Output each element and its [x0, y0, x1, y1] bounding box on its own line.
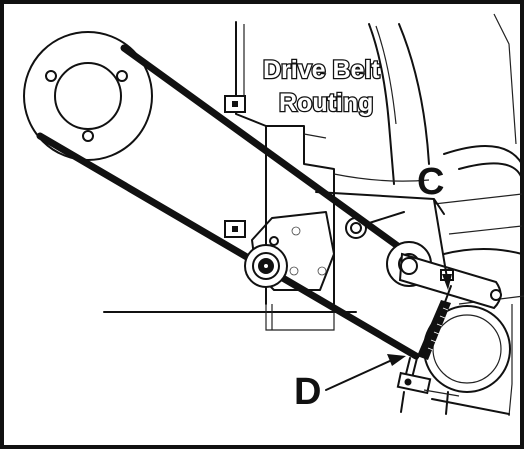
drive-pulley — [23, 31, 153, 161]
callout-label-c: C — [417, 161, 444, 203]
tension-arm — [398, 252, 502, 310]
callout-arrow-c — [433, 199, 452, 290]
spring-eye-bolt — [396, 357, 460, 415]
diagram-title-line-1: Drive Belt — [263, 56, 380, 84]
diagram-title-line-2: Routing — [279, 89, 373, 117]
idler-pulley — [244, 244, 288, 288]
square-fasteners — [224, 95, 246, 238]
callout-label-d: D — [294, 371, 321, 413]
tension-spring — [417, 285, 452, 360]
drive-belt-diagram: Drive Belt Routing C D — [23, 13, 524, 417]
callout-arrow-d — [325, 354, 406, 391]
